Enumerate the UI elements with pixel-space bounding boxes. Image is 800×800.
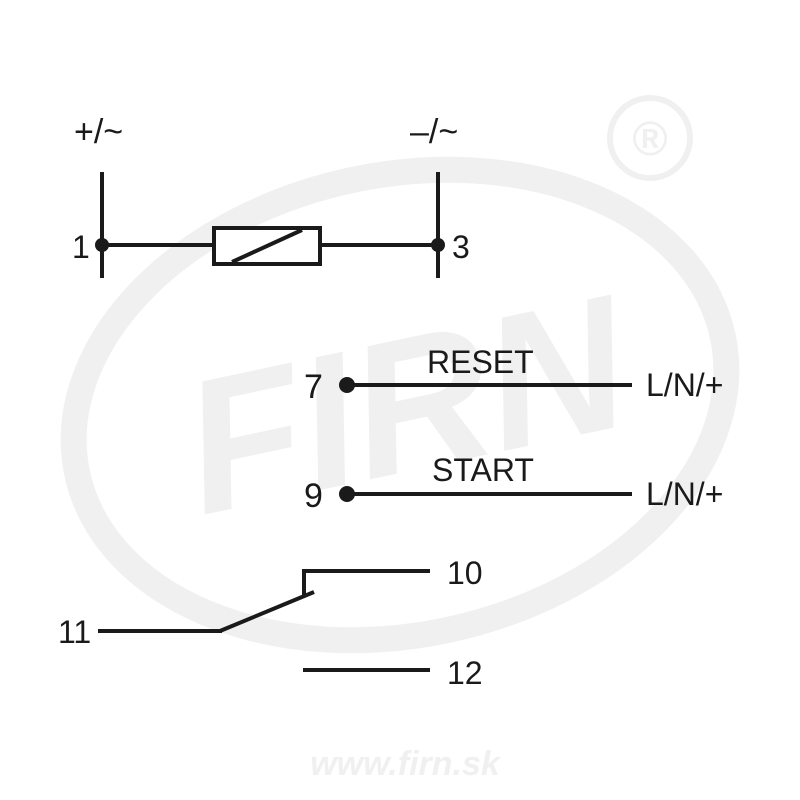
terminal-1-dot: [95, 238, 109, 252]
watermark: FIRN ® www.firn.sk: [60, 95, 740, 783]
terminal-7-label: 7: [304, 368, 323, 406]
watermark-registered-circle: [607, 95, 693, 181]
reset-supply-label: L/N/+: [646, 367, 723, 403]
terminal-12-label: 12: [447, 655, 483, 691]
coil-diagonal: [231, 228, 303, 264]
watermark-oval: [60, 156, 740, 654]
terminal-3-label: 3: [452, 229, 470, 265]
positive-supply-label: +/~: [74, 113, 123, 151]
contact-10-line: [302, 569, 430, 597]
terminal-9-label: 9: [304, 477, 323, 515]
terminal-10-label: 10: [447, 555, 483, 591]
contact-switch-arm: [219, 590, 315, 633]
terminal-1-label: 1: [72, 229, 90, 265]
watermark-registered-mark: ®: [632, 113, 667, 166]
watermark-logo: FIRN: [166, 255, 647, 555]
negative-supply-label: –/~: [410, 113, 458, 151]
start-supply-label: L/N/+: [646, 476, 723, 512]
watermark-url: www.firn.sk: [310, 745, 502, 783]
reset-label: RESET: [427, 344, 534, 380]
start-label: START: [432, 452, 534, 488]
terminal-3-dot: [431, 238, 445, 252]
terminal-11-label: 11: [58, 614, 91, 650]
